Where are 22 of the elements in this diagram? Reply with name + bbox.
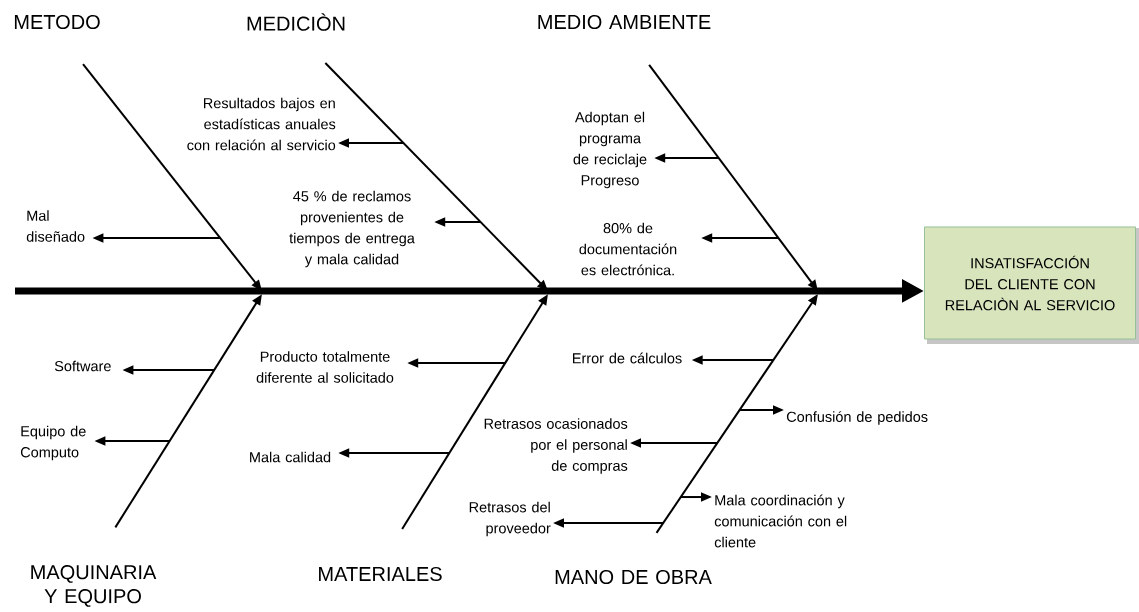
cause-label: Producto totalmente diferente al solicitado (256, 351, 394, 383)
category-label: MEDICIÒN (247, 13, 345, 31)
category-label: METODO (14, 14, 100, 30)
cause-label: 45 % de reclamos provenientes de tiempos de entrega y mala calidad (289, 190, 415, 268)
cause-label: Resultados bajos en estadísticas anuales con relación al servicio (187, 97, 336, 151)
cause-label: Software (54, 360, 111, 372)
cause-label: Equipo de Computo (20, 425, 86, 461)
cause-label: 80% de documentación es electrónica. (579, 222, 677, 276)
cause-label: Confusión de pedidos (786, 411, 928, 425)
cause-label: Adoptan el programa de reciclaje Progreso (573, 111, 647, 189)
category-label: MEDIO AMBIENTE (538, 14, 711, 30)
effect-box: INSATISFACCIÓN DEL CLIENTE CON RELACIÒN AL SERVICIO (924, 226, 1139, 344)
cause-label: Retrasos del proveedor (469, 501, 551, 537)
cause-label: Mala calidad (250, 451, 331, 463)
bone-arrow (324, 62, 548, 291)
cause-label: Mal diseñado (26, 210, 85, 242)
category-label: MATERIALES (319, 566, 442, 582)
category-label: MANO DE OBRA (555, 569, 712, 585)
cause-label: Error de cálculos (573, 352, 682, 364)
cause-label: Retrasos ocasionados por el personal de compras (484, 418, 628, 474)
category-label: MAQUINARIA Y EQUIPO (31, 565, 157, 607)
cause-label: Mala coordinación y comunicación con el cliente (714, 494, 847, 548)
